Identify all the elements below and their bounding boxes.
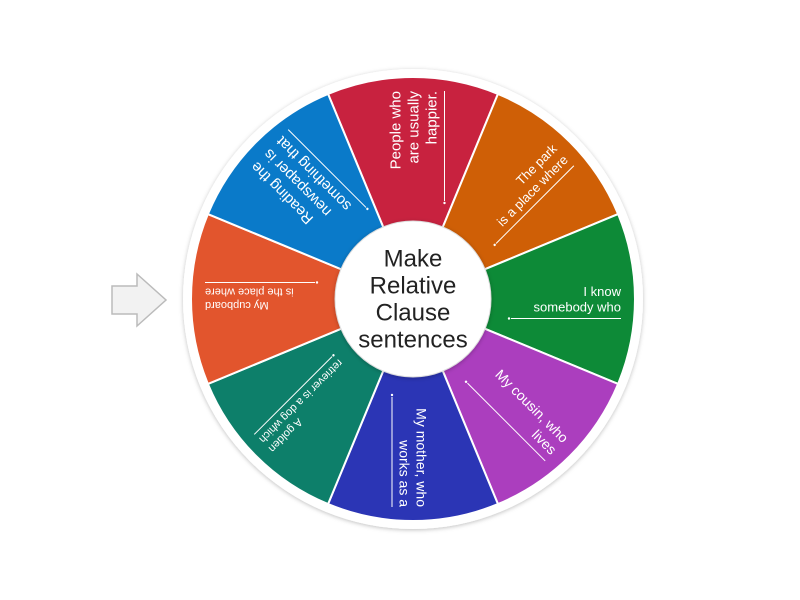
blank-line-dot (443, 201, 446, 205)
blank-answer-line (287, 129, 367, 208)
wheel-segment-my-cupboard[interactable] (190, 212, 416, 386)
center-label-line: Clause (376, 300, 451, 327)
center-label-line: Relative (370, 273, 457, 300)
wheel-segment-my-mother[interactable] (326, 296, 500, 522)
wheel-center-hub[interactable] (334, 220, 492, 378)
wheel-segment-people-who[interactable] (326, 76, 500, 302)
pointer-arrow (111, 272, 168, 328)
segment-text-line: People who (387, 91, 404, 169)
blank-line-dot (332, 354, 335, 357)
segment-text-line: are usually (405, 91, 422, 164)
segment-text-line: happier. (423, 91, 440, 144)
center-label-line: Make (384, 246, 443, 273)
arrow-right-icon (111, 272, 168, 328)
segment-text-line: I know (583, 284, 621, 299)
blank-line-dot (366, 207, 369, 211)
blank-line-dot (315, 281, 319, 284)
wheel-segment-i-know[interactable] (410, 212, 636, 386)
segment-text-line: is the place where (205, 286, 294, 298)
blank-answer-line (253, 356, 333, 435)
segment-text-line: My mother, who (414, 408, 430, 507)
segment-text-line: somebody who (534, 299, 621, 314)
blank-answer-line (467, 382, 546, 462)
segment-text-line: works as a (397, 439, 413, 507)
blank-line-dot (507, 317, 511, 320)
segment-text-line: My cupboard (205, 299, 269, 311)
blank-line-dot (464, 380, 468, 383)
center-label-line: sentences (358, 327, 467, 354)
blank-line-dot (390, 393, 394, 397)
blank-answer-line (495, 165, 575, 244)
blank-line-dot (493, 243, 496, 247)
